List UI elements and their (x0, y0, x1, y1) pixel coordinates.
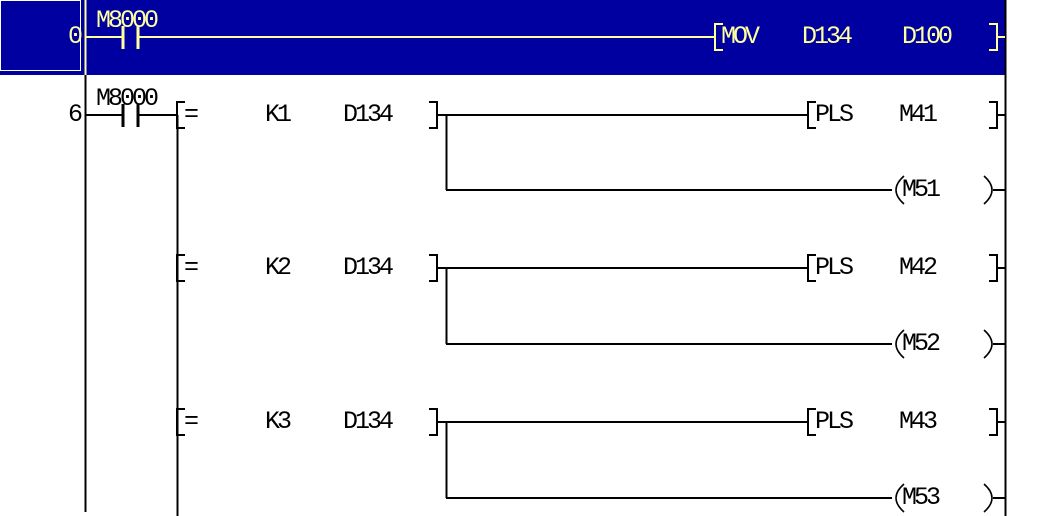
branch3-compare-op[interactable]: = (184, 407, 199, 436)
branch2-pls-device[interactable]: M42 (899, 253, 938, 282)
branch2-compare-op[interactable]: = (184, 253, 199, 282)
branch3-coil-device[interactable]: M53 (902, 483, 941, 512)
branch1-pls-brackets[interactable] (807, 101, 1005, 129)
branch3-pls-op[interactable]: PLS (815, 407, 854, 436)
branch1-compare-arg1[interactable]: K1 (265, 100, 292, 129)
rung0-contact-symbol[interactable] (85, 26, 140, 49)
branch3-pls-brackets[interactable] (807, 408, 1005, 436)
branch1-coil-device[interactable]: M51 (902, 175, 941, 204)
rung0-mov-dest[interactable]: D100 (902, 22, 953, 51)
branch3-wires (445, 421, 892, 499)
branch3-coil-symbol[interactable] (895, 483, 1005, 513)
branch2-coil-device[interactable]: M52 (902, 329, 941, 358)
rung0-step-number: 0 (67, 22, 83, 51)
branch3-compare-arg1[interactable]: K3 (265, 407, 292, 436)
rung6-contact-symbol[interactable] (85, 104, 177, 127)
branch3-pls-device[interactable]: M43 (899, 407, 938, 436)
branch1-pls-device[interactable]: M41 (899, 100, 938, 129)
branch2-compare-arg1[interactable]: K2 (265, 253, 292, 282)
branch2-pls-op[interactable]: PLS (815, 253, 854, 282)
rung0-contact-device[interactable]: M8000 (96, 6, 159, 35)
branch3-compare-arg2[interactable]: D134 (343, 407, 394, 436)
branch1-pls-op[interactable]: PLS (815, 100, 854, 129)
branch2-wires (445, 267, 892, 345)
rung6-contact-device[interactable]: M8000 (96, 84, 159, 113)
branch1-compare-arg2[interactable]: D134 (343, 100, 394, 129)
branch1-compare-brackets[interactable] (176, 101, 446, 129)
branch1-coil-symbol[interactable] (895, 175, 1005, 205)
rung0-mov-op[interactable]: MOV (721, 22, 760, 51)
rung0-mov-instruction-brackets[interactable] (714, 23, 1005, 51)
branch2-compare-brackets[interactable] (176, 254, 446, 282)
rung0-mov-source[interactable]: D134 (802, 22, 853, 51)
rung6-step-number: 6 (67, 100, 83, 129)
edit-cursor-box (0, 0, 81, 71)
branch2-coil-symbol[interactable] (895, 329, 1005, 359)
branch3-compare-brackets[interactable] (176, 408, 446, 436)
branch1-compare-op[interactable]: = (184, 100, 199, 129)
branch2-compare-arg2[interactable]: D134 (343, 253, 394, 282)
branch1-wires (445, 114, 892, 191)
branch2-pls-brackets[interactable] (807, 254, 1005, 282)
